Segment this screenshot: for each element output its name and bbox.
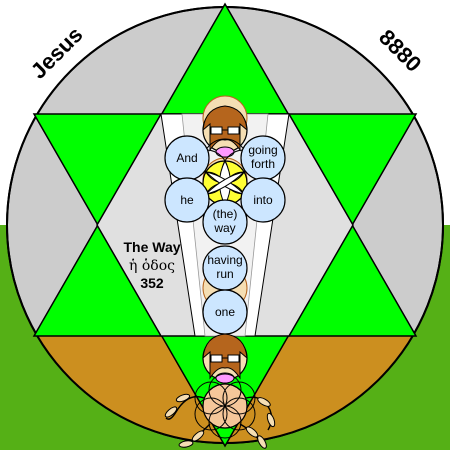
the-way-title: The Way — [123, 239, 180, 255]
word-one: one — [215, 305, 235, 319]
upper-face — [202, 105, 248, 158]
word-forth: forth — [251, 157, 275, 171]
word-bubbles — [164, 135, 286, 335]
bubble-the-way — [202, 199, 248, 245]
word-having: having — [207, 253, 242, 267]
bubble-he — [164, 177, 210, 223]
the-way-greek: ἡ ὁδος — [129, 257, 175, 274]
bubble-into — [240, 177, 286, 223]
word-way: way — [213, 221, 235, 235]
the-way-number: 352 — [140, 275, 164, 291]
lower-figure — [164, 333, 276, 449]
word-he: he — [180, 193, 194, 207]
word-going: going — [248, 143, 277, 157]
word-into: into — [253, 193, 273, 207]
word-and: And — [176, 151, 197, 165]
word-run: run — [216, 267, 233, 281]
word-the: (the) — [213, 207, 238, 221]
